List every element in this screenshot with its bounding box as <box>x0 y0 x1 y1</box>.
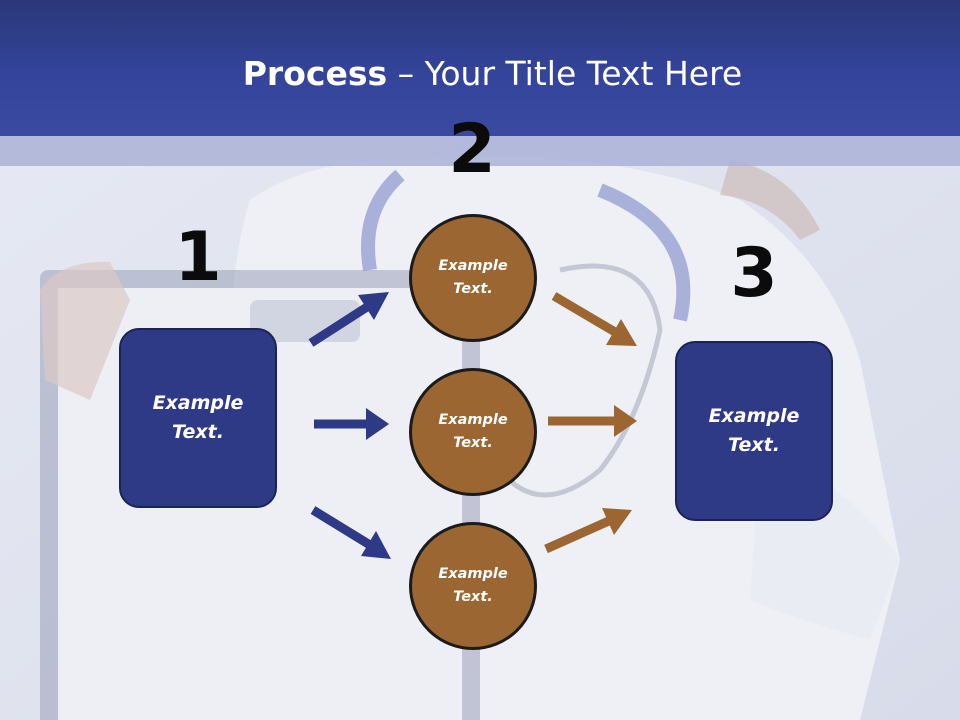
step-2-label-middle: Example Text. <box>438 412 508 451</box>
arrow-top-to-3 <box>551 292 637 346</box>
slide-title: Process – Your Title Text Here <box>0 52 960 96</box>
arrow-1-to-middle <box>314 408 389 440</box>
arrow-bottom-to-3 <box>544 508 632 554</box>
step-2-circle-bottom: Example Text. <box>409 522 537 650</box>
title-strip <box>0 136 960 166</box>
title-bold: Process <box>242 54 388 93</box>
step-number-3: 3 <box>730 234 778 313</box>
step-3-label: Example Text. <box>708 405 800 456</box>
step-2-circle-top: Example Text. <box>409 214 537 342</box>
step-1-box: Example Text. <box>119 328 277 508</box>
step-3-box: Example Text. <box>675 341 833 521</box>
step-2-label-bottom: Example Text. <box>438 566 508 605</box>
arrow-middle-to-3 <box>548 405 637 437</box>
title-rest: – Your Title Text Here <box>387 54 743 93</box>
title-bar <box>0 0 960 136</box>
step-number-1: 1 <box>174 218 222 297</box>
arrow-1-to-top <box>308 292 389 347</box>
step-2-label-top: Example Text. <box>438 258 508 297</box>
step-2-circle-middle: Example Text. <box>409 368 537 496</box>
step-number-2: 2 <box>448 110 496 189</box>
arrow-1-to-bottom <box>310 506 391 559</box>
step-1-label: Example Text. <box>152 392 244 443</box>
